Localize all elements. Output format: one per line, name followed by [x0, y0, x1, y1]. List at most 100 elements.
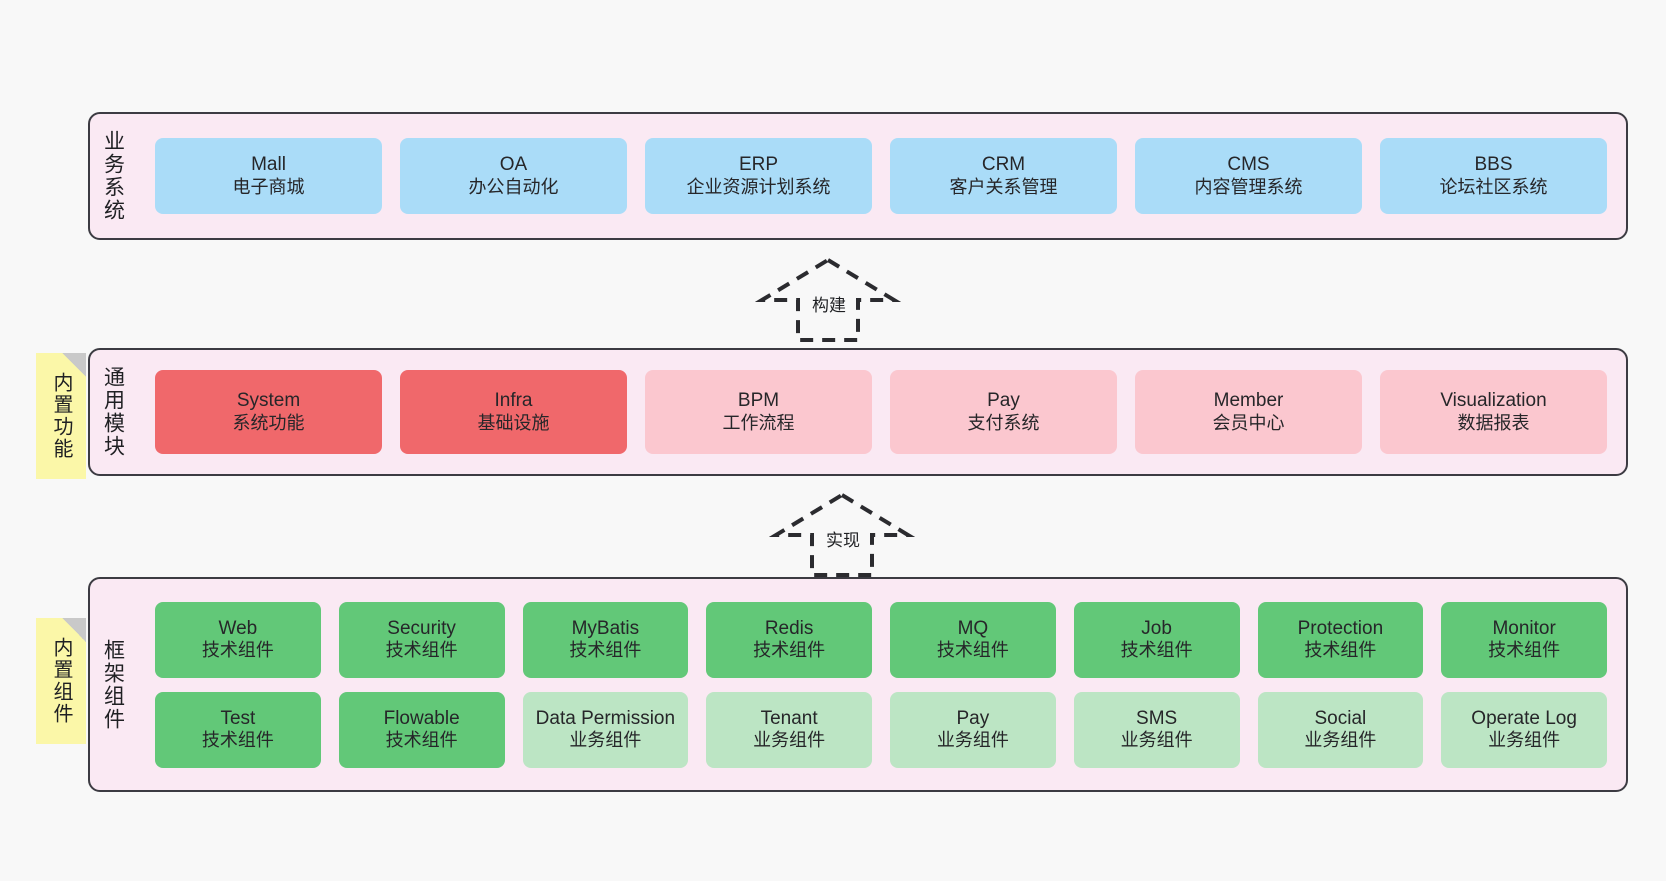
arrow-build-label: 构建	[812, 296, 846, 315]
layer-framework-components-label: 框架组件	[101, 638, 125, 731]
node-subtitle: 技术组件	[201, 640, 274, 661]
node-title: Test	[220, 707, 256, 729]
node-subtitle: 业务组件	[1304, 730, 1377, 751]
node-title: CMS	[1227, 154, 1270, 176]
sticky-note-builtin-components-label: 内置组件	[50, 637, 72, 725]
node-subtitle: 支付系统	[967, 412, 1040, 433]
node-subtitle: 技术组件	[1304, 640, 1377, 661]
node-title: Job	[1141, 617, 1172, 639]
arrow-implement: 实现	[768, 491, 916, 579]
node-subtitle: 电子商城	[232, 176, 305, 197]
node-subtitle: 业务组件	[569, 730, 642, 751]
node-title: Pay	[956, 707, 990, 729]
note-fold-corner-icon	[62, 618, 86, 642]
node-title: MyBatis	[571, 617, 640, 639]
node-subtitle: 技术组件	[753, 640, 826, 661]
node-title: BBS	[1474, 154, 1513, 176]
note-fold-corner-icon	[62, 353, 86, 377]
node-title: Social	[1314, 707, 1367, 729]
node-subtitle: 会员中心	[1212, 412, 1285, 433]
node-title: CRM	[981, 154, 1026, 176]
node-subtitle: 技术组件	[385, 730, 458, 751]
node-title: Web	[218, 617, 258, 639]
arrow-build: 构建	[754, 256, 902, 344]
node-subtitle: 技术组件	[569, 640, 642, 661]
node-subtitle: 企业资源计划系统	[686, 176, 831, 197]
layer-common-modules-label: 通用模块	[101, 366, 125, 458]
node-subtitle: 业务组件	[753, 730, 826, 751]
sticky-note-builtin-features-label: 内置功能	[50, 372, 72, 460]
node-title: Infra	[494, 390, 533, 412]
node-title: ERP	[738, 154, 779, 176]
node-title: Redis	[764, 617, 814, 639]
node-title: Pay	[987, 390, 1020, 412]
node-title: Monitor	[1492, 617, 1556, 639]
node-title: Mall	[251, 154, 286, 176]
node-subtitle: 技术组件	[1488, 640, 1561, 661]
node-subtitle: 业务组件	[1488, 730, 1561, 751]
node-title: System	[236, 390, 301, 412]
node-title: Data Permission	[535, 707, 676, 729]
node-title: OA	[499, 154, 528, 176]
sticky-note-builtin-features: 内置功能	[36, 353, 86, 479]
node-subtitle: 基础设施	[477, 412, 550, 433]
node-title: Visualization	[1440, 390, 1547, 412]
node-title: Protection	[1297, 617, 1384, 639]
node-title: BPM	[737, 390, 780, 412]
node-subtitle: 业务组件	[936, 730, 1009, 751]
node-subtitle: 系统功能	[232, 412, 305, 433]
node-subtitle: 论坛社区系统	[1439, 176, 1548, 197]
node-title: Security	[387, 617, 456, 639]
node-title: Operate Log	[1471, 707, 1577, 729]
node-subtitle: 内容管理系统	[1194, 176, 1303, 197]
node-title: Tenant	[760, 707, 818, 729]
node-title: Member	[1213, 390, 1284, 412]
node-subtitle: 技术组件	[1120, 640, 1193, 661]
node-subtitle: 数据报表	[1457, 412, 1530, 433]
arrow-implement-label: 实现	[826, 531, 860, 550]
layer-business-label: 业务系统	[101, 130, 125, 222]
node-title: SMS	[1136, 707, 1178, 729]
node-title: Flowable	[383, 707, 460, 729]
node-subtitle: 技术组件	[385, 640, 458, 661]
node-subtitle: 技术组件	[936, 640, 1009, 661]
node-subtitle: 技术组件	[201, 730, 274, 751]
